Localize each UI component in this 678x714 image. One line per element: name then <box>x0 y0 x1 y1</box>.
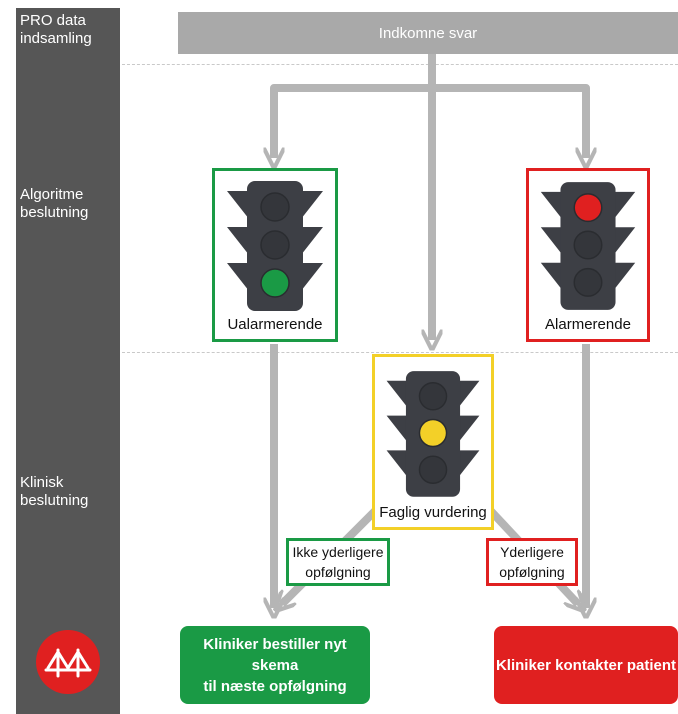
no-followup-line2: opfølgning <box>305 564 371 580</box>
traffic-light-icon <box>540 182 636 310</box>
light-flap <box>227 191 249 219</box>
no-followup-line1: Ikke yderligere <box>292 544 384 560</box>
flow-arrow <box>432 84 586 158</box>
light-flap <box>227 263 249 291</box>
lamp-off <box>418 455 448 484</box>
outcome-green-line1: Kliniker bestiller nyt skema <box>203 635 347 674</box>
outcome-green: Kliniker bestiller nyt skema til næste o… <box>180 626 370 704</box>
followup-line2: opfølgning <box>499 564 565 580</box>
traffic-light-icon <box>386 371 480 497</box>
stage-label-collection: PRO data indsamling <box>20 12 92 47</box>
light-flap <box>540 262 563 291</box>
yellow-light-box: Faglig vurdering <box>372 354 494 530</box>
bridge-logo-icon <box>36 630 100 694</box>
outcome-red: Kliniker kontakter patient <box>494 626 678 704</box>
header-bar: Indkomne svar <box>178 12 678 54</box>
light-flap <box>613 262 636 291</box>
lamp-off <box>573 230 603 260</box>
light-flap <box>613 191 636 220</box>
light-flap <box>458 450 480 478</box>
lamp-lit <box>573 193 603 223</box>
light-flap <box>458 415 480 443</box>
light-flap <box>301 227 323 255</box>
light-flap <box>301 263 323 291</box>
light-flap <box>386 415 408 443</box>
stage-divider <box>122 64 678 65</box>
light-flap <box>386 380 408 408</box>
header-title: Indkomne svar <box>378 24 478 42</box>
red-light-label: Alarmerende <box>545 316 631 333</box>
lamp-off <box>418 382 448 411</box>
lamp-off <box>260 230 290 260</box>
lamp-lit <box>418 418 448 448</box>
stage-band <box>16 8 120 714</box>
lamp-off <box>573 267 603 297</box>
stage-label-algorithm: Algoritme beslutning <box>20 186 89 221</box>
light-flap <box>301 191 323 219</box>
flow-arrow <box>274 84 432 158</box>
green-light-box: Ualarmerende <box>212 168 338 342</box>
outcome-green-line2: til næste opfølgning <box>203 677 347 695</box>
light-flap <box>540 227 563 255</box>
red-light-box: Alarmerende <box>526 168 650 342</box>
light-flap <box>613 227 636 255</box>
followup-box: Yderligere opfølgning <box>486 538 578 586</box>
lamp-lit <box>260 268 290 298</box>
light-flap <box>458 380 480 408</box>
traffic-light-icon <box>227 181 323 311</box>
stage-divider <box>122 352 678 353</box>
light-flap <box>386 450 408 478</box>
no-followup-box: Ikke yderligere opfølgning <box>286 538 390 586</box>
outcome-red-line1: Kliniker kontakter patient <box>495 656 677 674</box>
followup-line1: Yderligere <box>500 544 564 560</box>
light-flap <box>540 191 563 220</box>
green-light-label: Ualarmerende <box>227 316 323 333</box>
light-flap <box>227 227 249 255</box>
yellow-light-label: Faglig vurdering <box>379 504 487 521</box>
lamp-off <box>260 192 290 222</box>
stage-label-clinical: Klinisk beslutning <box>20 474 89 509</box>
